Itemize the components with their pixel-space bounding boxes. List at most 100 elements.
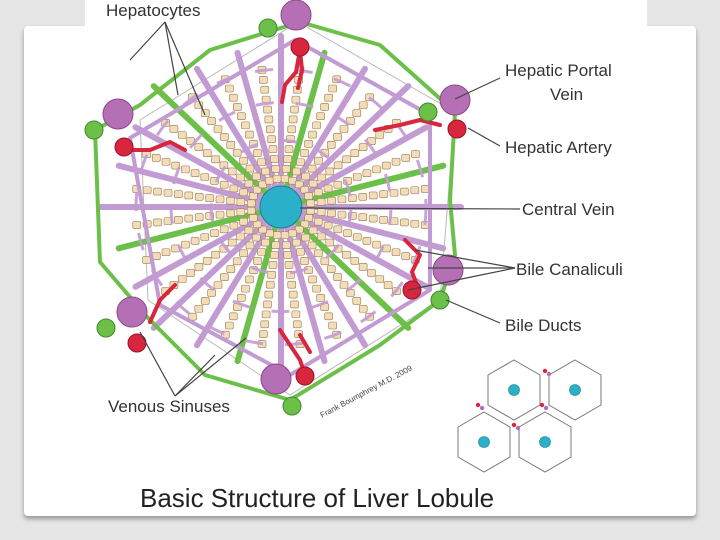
portal-vein-branch bbox=[102, 98, 134, 130]
bile-canaliculus bbox=[148, 283, 177, 324]
hepatocyte-cell bbox=[358, 101, 368, 110]
hepatocyte-cell bbox=[308, 130, 317, 139]
hepatocyte-cell bbox=[287, 125, 297, 134]
hepatocyte-cell bbox=[343, 229, 352, 237]
bile-duct-branch bbox=[430, 290, 450, 310]
hepatocyte-cell bbox=[236, 198, 246, 206]
hepatocyte-cell bbox=[317, 232, 326, 241]
hepatocyte-cell bbox=[229, 93, 238, 102]
hepatocyte-cell bbox=[283, 251, 292, 259]
hepatocyte-cell bbox=[200, 109, 210, 117]
hepatocyte-cell bbox=[245, 275, 254, 284]
hepatocyte-cell bbox=[301, 233, 310, 242]
hepatocyte-cell bbox=[261, 238, 270, 247]
hepatocyte-cell bbox=[375, 131, 385, 139]
hepatocyte-cell bbox=[307, 164, 317, 173]
hepatocyte-cell bbox=[237, 294, 246, 302]
sinus-ring bbox=[134, 67, 428, 347]
hepatocyte-cell bbox=[292, 167, 301, 176]
hepatocyte-cell bbox=[177, 131, 187, 139]
hepatocyte-cell bbox=[314, 249, 323, 258]
mini-triad-dot bbox=[543, 405, 549, 411]
hepatocyte-cell bbox=[263, 105, 272, 114]
hepatocyte-cell bbox=[220, 273, 229, 281]
hepatocyte-cell bbox=[207, 117, 216, 125]
hepatocyte-cell bbox=[304, 192, 314, 200]
portal-vein-branch bbox=[260, 363, 292, 395]
hepatocyte-cell bbox=[314, 188, 323, 197]
hepatocyte-cell bbox=[287, 280, 297, 289]
hepatocyte-cell bbox=[368, 214, 378, 223]
hepatocyte-cell bbox=[327, 196, 336, 205]
hepatocyte-cell bbox=[246, 199, 256, 208]
hepatocyte-cell bbox=[186, 269, 195, 277]
hepatocyte-cell bbox=[181, 165, 190, 174]
hepatocyte-cell bbox=[226, 141, 236, 149]
hepatocyte-cell bbox=[323, 221, 333, 230]
hepatocyte-cell bbox=[307, 241, 317, 250]
bile-duct-branch bbox=[282, 396, 302, 416]
hepatocyte-cell bbox=[283, 155, 292, 163]
mini-lobule bbox=[457, 411, 511, 473]
mini-central-vein bbox=[569, 384, 581, 396]
hepatocyte-cell bbox=[257, 158, 266, 167]
hepatocyte-cell bbox=[174, 190, 183, 198]
hepatocyte-cell bbox=[233, 103, 242, 111]
hepatocyte-cell bbox=[367, 269, 376, 277]
mini-triad-dot bbox=[475, 402, 481, 408]
hepatocyte-cell bbox=[284, 261, 294, 269]
hepatocyte-cell bbox=[237, 112, 246, 120]
hepatocyte-cell bbox=[410, 219, 420, 228]
hepatocyte-cell bbox=[281, 165, 291, 173]
hepatocyte-cell bbox=[236, 232, 245, 241]
hepatocyte-cell bbox=[358, 143, 368, 151]
hepatocyte-cell bbox=[161, 248, 171, 257]
hepatocyte-cell bbox=[301, 172, 310, 181]
hepatocyte-cell bbox=[358, 192, 368, 201]
hepatocyte-cell bbox=[190, 237, 200, 245]
hepatocyte-cell bbox=[358, 304, 368, 313]
hepatocyte-cell bbox=[188, 312, 197, 321]
portal-vein-branch bbox=[432, 254, 464, 286]
hepatocyte-cell bbox=[205, 194, 214, 202]
hepatocyte-cell bbox=[239, 249, 248, 258]
hepatocyte-cell bbox=[215, 210, 225, 219]
label-venous-sinuses: Venous Sinuses bbox=[108, 397, 230, 416]
hepatic-artery-branch bbox=[290, 37, 310, 57]
hepatocyte-cell bbox=[236, 173, 245, 182]
hepatocyte-cell bbox=[333, 273, 342, 281]
hepatocyte-cell bbox=[241, 121, 250, 130]
hepatocyte-cell bbox=[352, 109, 362, 117]
hepatocyte-cell bbox=[265, 280, 275, 289]
hepatic-artery-branch bbox=[127, 333, 147, 353]
hepatocyte-cell bbox=[316, 294, 325, 302]
hepatocyte-cell bbox=[232, 148, 242, 157]
mini-triad-dot bbox=[546, 371, 552, 377]
hepatocyte-cell bbox=[229, 221, 239, 230]
hepatocyte-cell bbox=[229, 312, 238, 321]
bile-canaliculus bbox=[373, 118, 442, 132]
hepatocyte-cell bbox=[244, 179, 254, 188]
hepatocyte-cell bbox=[333, 225, 343, 234]
hepatocyte-cell bbox=[280, 231, 290, 240]
hepatocyte-cell bbox=[325, 238, 335, 247]
hepatocyte-cell bbox=[229, 184, 239, 193]
hepatocyte-cell bbox=[248, 214, 258, 222]
hepatocyte-cell bbox=[291, 95, 301, 104]
hepatocyte-cell bbox=[317, 173, 326, 182]
hepatocyte-cell bbox=[194, 304, 204, 313]
mini-central-vein bbox=[508, 384, 520, 396]
hepatocyte-cell bbox=[264, 115, 274, 124]
hepatocyte-cell bbox=[246, 206, 256, 215]
hepatocyte-cell bbox=[211, 250, 220, 259]
hepatocyte-cell bbox=[252, 172, 261, 181]
hepatocyte-cell bbox=[304, 214, 314, 222]
hepatocyte-cell bbox=[326, 265, 336, 273]
hepatocyte-cell bbox=[132, 221, 142, 229]
hepatocyte-cell bbox=[312, 284, 321, 293]
hepatocyte-cell bbox=[300, 149, 309, 157]
hepatocyte-cell bbox=[252, 220, 262, 229]
hepatocyte-cell bbox=[339, 281, 349, 289]
hepatocyte-cell bbox=[333, 161, 343, 170]
